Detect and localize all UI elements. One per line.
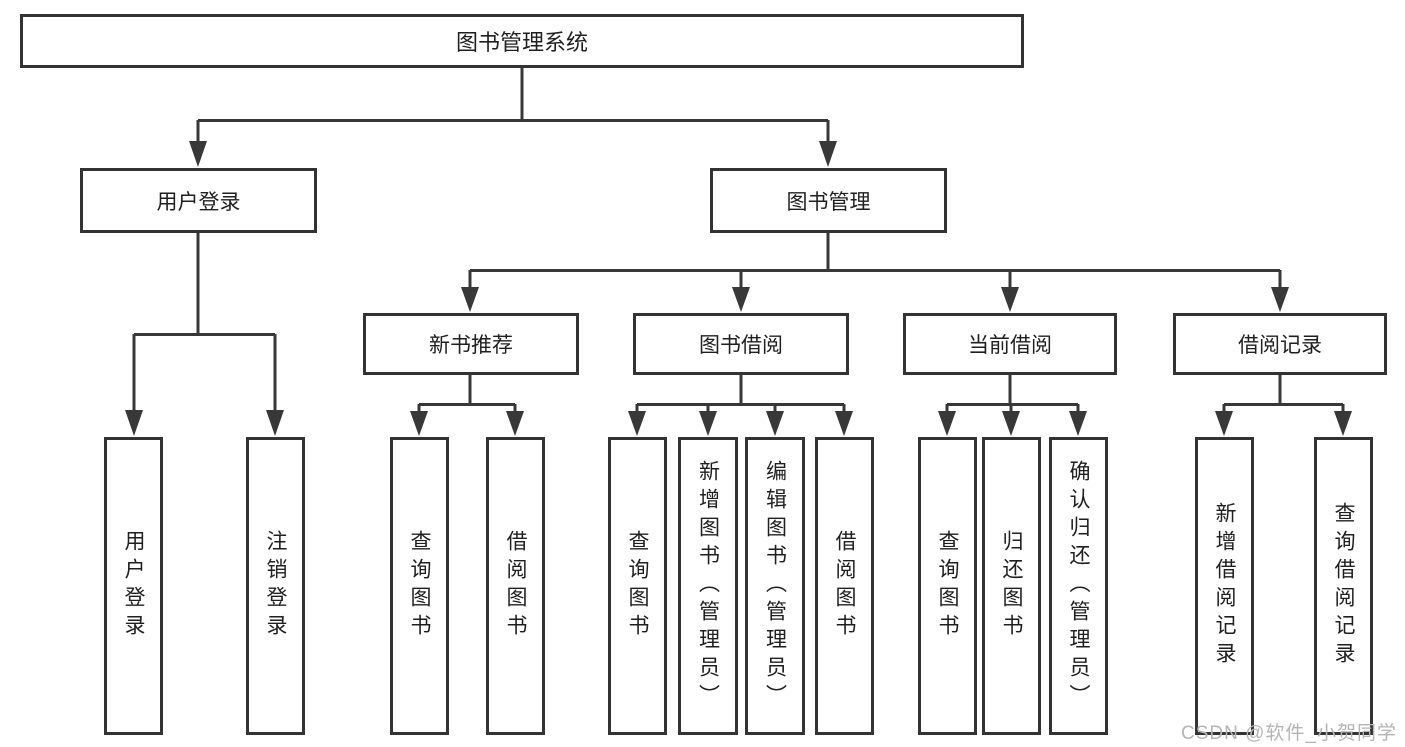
leaf-query-books-current: 查询图书 <box>918 437 977 735</box>
leaf-query-books-recommend-label: 查询图书 <box>408 530 431 642</box>
leaf-logout: 注销登录 <box>246 437 305 735</box>
leaf-return-books: 归还图书 <box>982 437 1041 735</box>
leaf-add-book-admin: 新增图书（管理员） <box>678 437 738 735</box>
leaf-borrow-books-recommend-label: 借阅图书 <box>504 530 527 642</box>
leaf-borrow-books-recommend: 借阅图书 <box>486 437 545 735</box>
leaf-user-login-label: 用户登录 <box>122 530 145 642</box>
leaf-user-login: 用户登录 <box>104 437 163 735</box>
leaf-add-book-admin-label: 新增图书（管理员） <box>696 460 720 712</box>
leaf-confirm-return-admin-label: 确认归还（管理员） <box>1067 460 1090 712</box>
leaf-add-borrow-record: 新增借阅记录 <box>1195 437 1254 735</box>
node-book-management: 图书管理 <box>710 168 947 233</box>
leaf-edit-book-admin: 编辑图书（管理员） <box>745 437 805 735</box>
node-user-login: 用户登录 <box>80 168 317 233</box>
node-book-borrowing-label: 图书借阅 <box>699 334 783 357</box>
leaf-confirm-return-admin: 确认归还（管理员） <box>1049 437 1108 735</box>
leaf-borrow-books-borrowing-label: 借阅图书 <box>833 530 856 642</box>
leaf-query-books-recommend: 查询图书 <box>390 437 449 735</box>
leaf-query-books-current-label: 查询图书 <box>936 530 959 642</box>
node-book-management-label: 图书管理 <box>786 190 871 214</box>
node-book-borrowing: 图书借阅 <box>633 313 849 375</box>
leaf-query-books-borrowing: 查询图书 <box>608 437 667 735</box>
csdn-watermark: CSDN @软件_小贺同学 <box>1181 723 1397 744</box>
leaf-logout-label: 注销登录 <box>264 530 287 642</box>
leaf-query-books-borrowing-label: 查询图书 <box>626 530 649 642</box>
leaf-return-books-label: 归还图书 <box>1000 530 1023 642</box>
node-current-borrowing-label: 当前借阅 <box>968 334 1052 357</box>
leaf-query-borrow-record: 查询借阅记录 <box>1314 437 1373 735</box>
node-new-book-recommend-label: 新书推荐 <box>429 334 513 357</box>
leaf-edit-book-admin-label: 编辑图书（管理员） <box>763 460 787 712</box>
node-borrowing-records: 借阅记录 <box>1173 313 1387 375</box>
leaf-add-borrow-record-label: 新增借阅记录 <box>1213 502 1236 670</box>
node-root: 图书管理系统 <box>20 14 1024 68</box>
node-borrowing-records-label: 借阅记录 <box>1238 334 1322 357</box>
node-current-borrowing: 当前借阅 <box>903 313 1117 375</box>
node-root-label: 图书管理系统 <box>455 30 588 55</box>
leaf-query-borrow-record-label: 查询借阅记录 <box>1332 502 1355 670</box>
node-user-login-label: 用户登录 <box>156 190 241 214</box>
leaf-borrow-books-borrowing: 借阅图书 <box>815 437 874 735</box>
node-new-book-recommend: 新书推荐 <box>363 313 579 375</box>
